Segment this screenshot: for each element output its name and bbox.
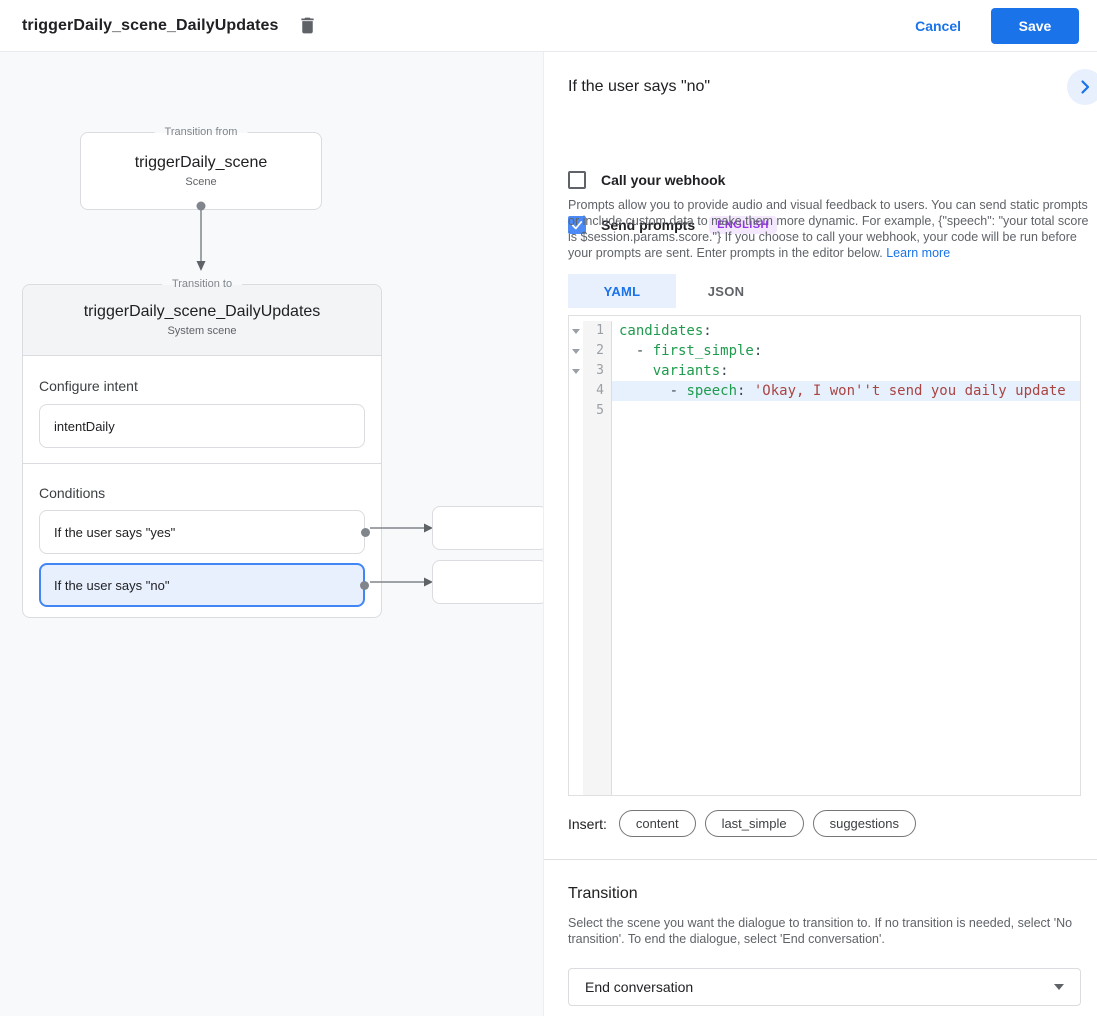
code-line-4-active: - speech: 'Okay, I won''t send you daily… [612,381,1080,401]
checkmark-icon [571,221,583,230]
fold-icon[interactable] [572,368,580,374]
connector-dot-icon [361,527,370,537]
trash-icon [301,17,314,34]
transition-to-legend: Transition to [161,277,243,292]
tab-json[interactable]: JSON [707,283,745,299]
transition-from-card[interactable]: Transition from triggerDaily_scene Scene [80,125,322,210]
language-badge: ENGLISH [709,216,777,234]
to-scene-name: triggerDaily_scene_DailyUpdates [83,303,321,320]
delete-scene-button[interactable] [293,11,323,41]
insert-chip-content[interactable]: content [618,810,696,837]
section-divider [544,859,1097,860]
tab-yaml[interactable]: YAML [568,274,676,308]
transition-description: Select the scene you want the dialogue t… [568,916,1073,946]
send-prompts-row: Send prompts ENGLISH [568,216,777,234]
insert-label: Insert: [568,815,607,832]
condition-yes-arrow [370,523,433,533]
send-prompts-checkbox[interactable] [568,216,586,234]
conditions-label: Conditions [39,485,106,501]
insert-row: Insert: content last_simple suggestions [568,810,925,837]
cancel-button[interactable]: Cancel [915,17,961,34]
insert-chip-suggestions[interactable]: suggestions [812,810,916,837]
top-bar: triggerDaily_scene_DailyUpdates Cancel S… [0,0,1097,52]
code-line-5 [612,401,1080,421]
yaml-code-editor[interactable]: 1 2 3 4 5 [568,315,1081,796]
transition-to-card: Transition to triggerDaily_scene_DailyUp… [22,277,382,618]
line-number: 5 [583,401,612,421]
scene-flow-canvas: Transition from triggerDaily_scene Scene… [0,52,548,1016]
intent-field[interactable]: intentDaily [39,404,365,448]
page-title: triggerDaily_scene_DailyUpdates [22,16,279,34]
editor-code-area[interactable]: candidates: - first_simple: variants: - … [612,316,1080,795]
chevron-right-icon [1081,80,1090,94]
condition-yes-label: If the user says "yes" [54,524,176,540]
transition-select[interactable]: End conversation [568,968,1081,1006]
prompts-description-text: Prompts allow you to provide audio and v… [568,198,1089,260]
to-scene-header[interactable]: triggerDaily_scene_DailyUpdates System s… [23,285,381,356]
call-webhook-checkbox[interactable] [568,171,586,189]
condition-row-yes[interactable]: If the user says "yes" [39,510,370,554]
condition-no-label: If the user says "no" [54,577,170,593]
save-button[interactable]: Save [991,7,1079,44]
editor-gutter: 1 2 3 4 5 [569,316,612,795]
from-scene-type: Scene [185,176,217,188]
learn-more-link[interactable]: Learn more [886,246,951,260]
editor-format-tabs: YAML JSON [568,274,776,308]
collapse-panel-button[interactable] [1067,69,1097,105]
code-line-2: - first_simple: [619,343,763,359]
code-line-3: variants: [652,363,729,379]
line-number: 4 [583,381,612,401]
condition-no-arrow [370,577,433,587]
transition-title: Transition [568,885,638,902]
connector-dot-icon [360,580,369,590]
to-scene-type: System scene [167,325,237,337]
condition-row-no[interactable]: If the user says "no" [39,563,369,607]
flow-connector-arrow [196,201,206,271]
conditions-section: Conditions If the user says "yes" If the… [23,464,381,607]
transition-from-legend: Transition from [154,125,248,140]
panel-title: If the user says "no" [568,78,711,95]
call-webhook-label: Call your webhook [601,172,726,188]
webhook-row: Call your webhook [568,171,725,189]
transition-target-box-yes[interactable] [432,506,548,550]
configure-intent-label: Configure intent [39,378,138,394]
line-number: 2 [583,341,612,361]
line-number: 3 [583,361,612,381]
from-scene-name: triggerDaily_scene [134,154,268,171]
fold-icon[interactable] [572,328,580,334]
condition-detail-panel: If the user says "no" Call your webhook … [543,52,1097,1016]
fold-icon[interactable] [572,348,580,354]
transition-target-box-no[interactable] [432,560,548,604]
send-prompts-label: Send prompts [601,217,696,233]
caret-down-icon [1054,984,1064,990]
code-line-1: candidates: [619,323,712,339]
insert-chip-last-simple[interactable]: last_simple [704,810,804,837]
prompts-description: Prompts allow you to provide audio and v… [568,197,1090,261]
transition-select-value: End conversation [585,979,694,995]
configure-intent-section: Configure intent intentDaily [23,356,381,464]
line-number: 1 [583,321,612,341]
